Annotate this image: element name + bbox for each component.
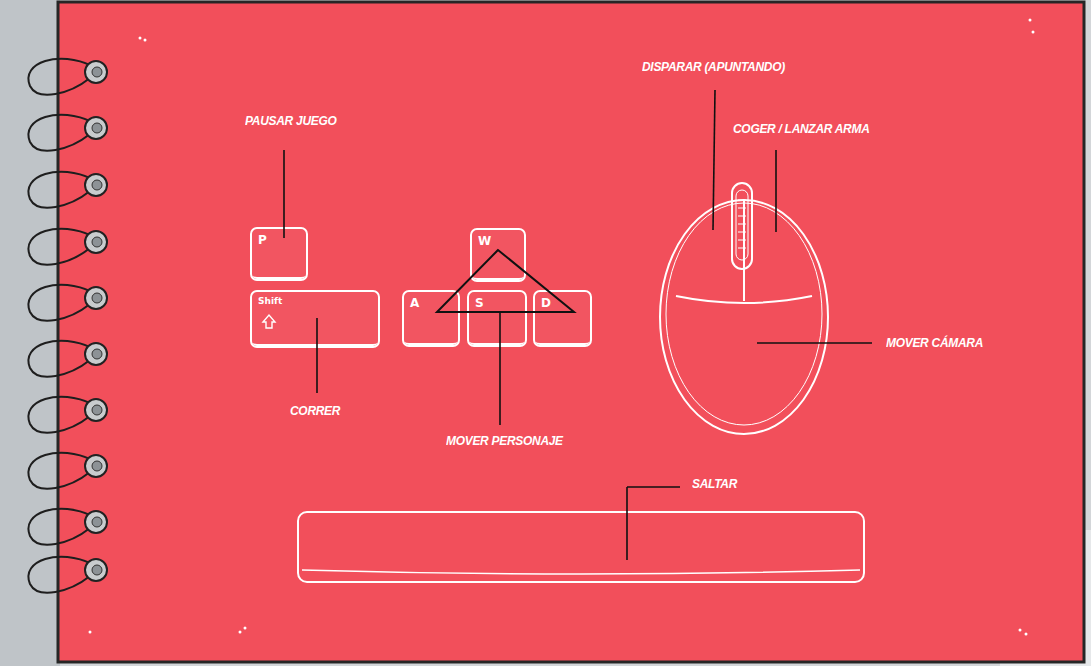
keyboard-key: D (533, 290, 592, 347)
notebook-page (58, 2, 1084, 662)
spiral-wire (28, 285, 92, 321)
binding-hole (92, 565, 102, 575)
spacebar-illustration (298, 512, 864, 582)
binding-hole (85, 343, 107, 365)
binding-hole (85, 117, 107, 139)
binding-hole (85, 61, 107, 83)
spiral-wire (28, 59, 92, 95)
key-label: D (541, 297, 551, 309)
key-label: P (258, 234, 267, 246)
key-label: Shift (258, 297, 282, 306)
shift-arrow-symbol (263, 315, 275, 328)
corner-marks (89, 19, 1035, 636)
keyboard-key: W (470, 228, 526, 282)
key-label: S (475, 297, 484, 309)
spiral-wire (28, 341, 92, 377)
control-label: COGER / LANZAR ARMA (733, 122, 870, 135)
spiral-wire (28, 453, 92, 489)
spiral-binding (28, 59, 107, 593)
binding-hole (85, 399, 107, 421)
binding-hole (85, 511, 107, 533)
game-background (0, 0, 60, 666)
binding-hole (92, 405, 102, 415)
control-label: MOVER CÁMARA (886, 336, 983, 349)
control-label: CORRER (290, 404, 340, 417)
binding-hole (85, 231, 107, 253)
keyboard-key: A (402, 290, 460, 347)
mouse-illustration (660, 183, 828, 434)
binding-hole (92, 517, 102, 527)
spiral-wire (28, 172, 92, 208)
spiral-wire (28, 229, 92, 265)
spiral-wire (28, 557, 92, 593)
keyboard-key: S (467, 290, 527, 347)
binding-hole (85, 287, 107, 309)
binding-hole (92, 293, 102, 303)
leader-lines (284, 90, 872, 560)
control-label: SALTAR (692, 477, 737, 490)
key-label: A (410, 297, 419, 309)
binding-hole (92, 123, 102, 133)
spiral-wire (28, 397, 92, 433)
keyboard-key: Shift (250, 290, 380, 348)
control-label: PAUSAR JUEGO (245, 114, 337, 127)
key-label: W (478, 235, 491, 247)
keyboard-key: P (250, 227, 308, 281)
binding-hole (92, 67, 102, 77)
control-label: MOVER PERSONAJE (446, 434, 563, 447)
binding-hole (85, 455, 107, 477)
binding-hole (92, 349, 102, 359)
spiral-wire (28, 509, 92, 545)
spiral-wire (28, 115, 92, 151)
movement-triangle (437, 250, 574, 312)
binding-hole (85, 174, 107, 196)
binding-hole (92, 180, 102, 190)
binding-hole (92, 461, 102, 471)
binding-hole (85, 559, 107, 581)
control-label: DISPARAR (APUNTANDO) (642, 60, 785, 73)
binding-hole (92, 237, 102, 247)
